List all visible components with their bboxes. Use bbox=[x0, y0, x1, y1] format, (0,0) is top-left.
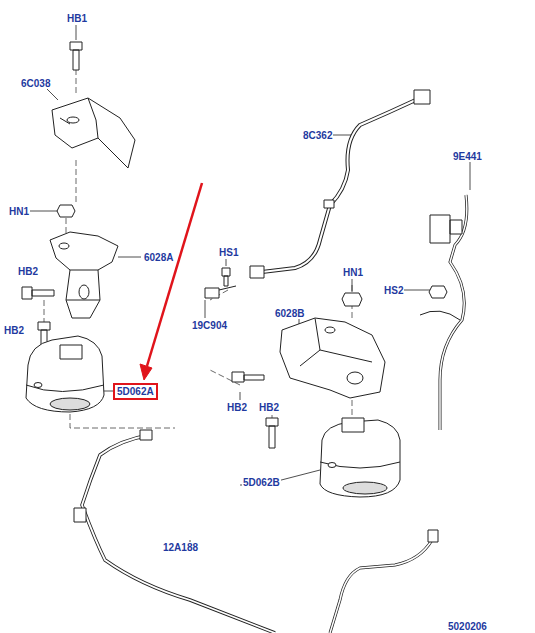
callout-number: HB1 bbox=[66, 13, 88, 24]
callout-number: HN1 bbox=[8, 206, 30, 217]
sensor-harness bbox=[330, 540, 432, 633]
leader-line bbox=[205, 300, 206, 318]
leader-line bbox=[46, 88, 58, 100]
callout-number: HB2 bbox=[17, 266, 39, 277]
bracket-hole bbox=[325, 327, 335, 333]
highlight-box: 5D062A bbox=[113, 383, 158, 400]
leader-line bbox=[76, 25, 77, 40]
callout-number: 12A188 bbox=[162, 542, 199, 553]
vacuum-hose bbox=[82, 435, 275, 633]
engine-mount bbox=[320, 418, 400, 497]
leader-line bbox=[29, 211, 58, 212]
engine-mount bbox=[60, 345, 82, 359]
mount-hole bbox=[34, 383, 42, 388]
vacuum-hose bbox=[205, 90, 430, 298]
hose-clip bbox=[324, 200, 334, 208]
heat-shield bbox=[52, 98, 135, 168]
nut bbox=[429, 286, 447, 298]
sensor-harness bbox=[330, 540, 432, 633]
leader-line bbox=[470, 162, 471, 190]
leader-line bbox=[226, 259, 227, 266]
engine-mount bbox=[26, 336, 104, 412]
bolt bbox=[266, 418, 278, 448]
harness-clip bbox=[420, 311, 460, 320]
heat-shield bbox=[60, 98, 98, 138]
engine-mount bbox=[26, 336, 104, 412]
engine-bracket bbox=[50, 232, 118, 318]
hose-connector bbox=[205, 286, 236, 298]
callout-number: HS1 bbox=[218, 247, 239, 258]
bracket-hole bbox=[347, 372, 363, 384]
leader-line bbox=[352, 279, 353, 292]
heat-shield bbox=[52, 98, 135, 168]
leader-line bbox=[118, 257, 141, 258]
callout-number: HB2 bbox=[226, 402, 248, 413]
callout-number: HN1 bbox=[342, 267, 364, 278]
engine-bracket bbox=[66, 270, 100, 300]
callout-number: HB2 bbox=[258, 402, 280, 413]
mount-hole bbox=[328, 463, 336, 468]
mount-base bbox=[50, 398, 90, 410]
hose-connector bbox=[74, 430, 152, 522]
pointer-arrow bbox=[147, 183, 202, 366]
callout-number: HB2 bbox=[3, 325, 25, 336]
pointer-arrowhead bbox=[140, 364, 152, 380]
harness-connector bbox=[428, 530, 438, 542]
engine-mount bbox=[320, 462, 400, 468]
callout-number: 5D062B bbox=[242, 477, 281, 488]
engine-bracket bbox=[280, 318, 385, 398]
bolt bbox=[232, 372, 264, 382]
part-number: 5D062A bbox=[117, 386, 154, 397]
vacuum-hose bbox=[82, 435, 275, 633]
callout-number: 6028B bbox=[274, 308, 305, 319]
hose-connector bbox=[414, 90, 430, 104]
heat-shield-hole bbox=[67, 117, 79, 123]
bracket-hole bbox=[79, 285, 89, 299]
vacuum-hose bbox=[74, 430, 275, 633]
hose-connector bbox=[250, 266, 264, 278]
callout-number: 19C904 bbox=[191, 320, 228, 331]
engine-mount bbox=[342, 418, 364, 432]
callout-number: 6C038 bbox=[20, 78, 51, 89]
callout-number: 8C362 bbox=[302, 130, 333, 141]
engine-bracket bbox=[50, 232, 118, 318]
callout-number: HS2 bbox=[383, 285, 404, 296]
vacuum-hose bbox=[262, 98, 420, 272]
nut bbox=[57, 205, 75, 217]
callout-number: 9E441 bbox=[452, 151, 483, 162]
engine-bracket bbox=[280, 318, 385, 398]
sensor-harness bbox=[330, 195, 467, 633]
pointer-arrow bbox=[140, 183, 202, 380]
bolt bbox=[222, 268, 230, 286]
callout-number: 6028A bbox=[143, 252, 174, 263]
bolt bbox=[70, 42, 82, 70]
bolt bbox=[22, 287, 54, 299]
nut bbox=[342, 293, 362, 306]
bracket-hole bbox=[59, 243, 69, 249]
callout-number: 5020206 bbox=[447, 621, 488, 632]
bolt bbox=[22, 42, 447, 448]
vacuum-hose bbox=[262, 98, 420, 272]
engine-bracket bbox=[300, 318, 372, 366]
sensor bbox=[430, 215, 462, 243]
mount-base bbox=[343, 482, 387, 494]
leader-line bbox=[240, 392, 241, 400]
